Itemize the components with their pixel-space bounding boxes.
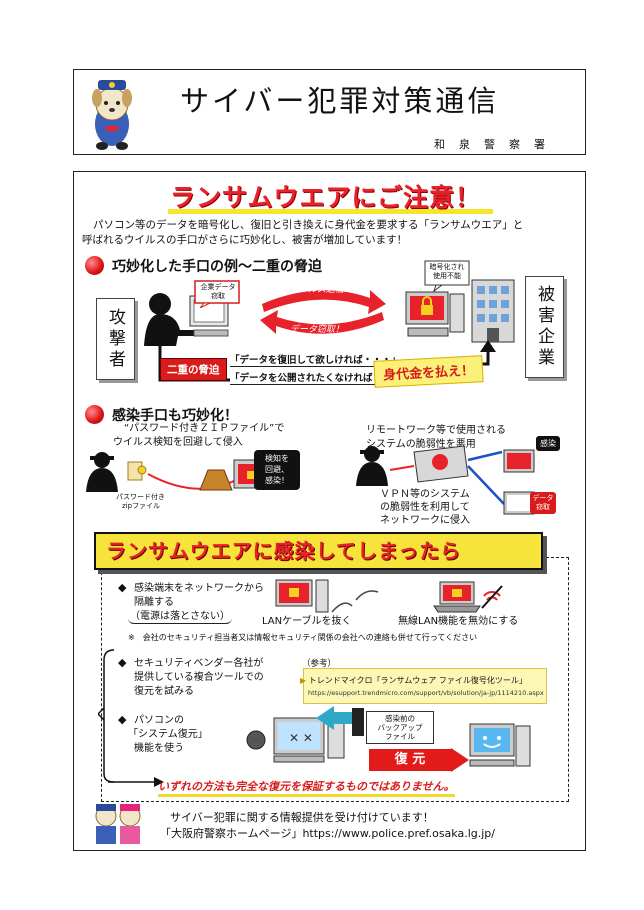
disclaimer-text: いずれの方法も完全な復元を保証するものではありません。 <box>158 778 455 797</box>
diamond-bullet-icon: ◆ <box>118 581 127 594</box>
lan-cable-label: LANケーブルを抜く <box>262 616 352 627</box>
infection-tag: 感染 <box>536 436 560 451</box>
double-threat-label: 二重の脅迫 <box>160 358 227 381</box>
infected-pc-icon: ✕ ✕ <box>246 717 345 763</box>
locked-computer-icon <box>405 291 465 337</box>
diamond-bullet-icon: ◆ <box>118 656 127 669</box>
vendor-tool-line-3: 復元を試みる <box>134 686 194 697</box>
laptop-wifi-off-icon <box>433 581 503 613</box>
pc-unplug-cable-icon <box>275 579 379 613</box>
ransomware-warning-title: ランサムウエアにご注意！ <box>170 183 482 212</box>
evasion-callout: 検知を 回避、 感染！ <box>254 450 300 490</box>
red-ball-bullet-icon <box>85 256 104 275</box>
intro-text: パソコン等のデータを暗号化し、復旧と引き換えに身代金を要求する「ランサムウエア」… <box>82 218 582 248</box>
data-steal-label: データ窃取！ <box>290 325 345 335</box>
isolate-line-1: 感染端末をネットワークから <box>134 583 264 594</box>
footer-homepage-link[interactable]: 「大阪府警察ホームページ」https://www.police.pref.osa… <box>160 827 495 840</box>
vpn-attack-illustration-icon <box>356 445 535 515</box>
encrypted-bubble-icon <box>424 260 470 292</box>
hacker-at-computer-icon <box>144 293 229 346</box>
diamond-bullet-icon: ◆ <box>118 713 127 726</box>
remote-work-line-1: リモートワーク等で使用される <box>366 425 506 436</box>
reference-box <box>303 668 547 704</box>
virus-send-label: ウイルス送信！ <box>290 285 354 295</box>
data-bubble-icon <box>194 280 240 308</box>
title-underline <box>168 209 493 214</box>
backup-file-label: 感染前の バックアップ ファイル <box>366 711 434 744</box>
main-content-box <box>73 171 586 851</box>
isolate-line-2: 隔離する <box>134 597 174 608</box>
svg-text:✕ ✕: ✕ ✕ <box>289 731 313 745</box>
threat-quote-2: 「データを公開されたくなければ・・・」 <box>230 370 411 385</box>
intro-line-1: パソコン等のデータを暗号化し、復旧と引き換えに身代金を要求する「ランサムウエア」… <box>93 219 524 231</box>
isolate-line-3: （電源は落とさない） <box>128 611 232 624</box>
restore-arrow-head-icon <box>451 748 469 772</box>
vpn-line-1: ＶＰＮ等のシステム <box>380 489 470 500</box>
backup-line-1: 感染前の <box>385 714 415 723</box>
zip-method-line-1: “パスワード付きＺＩＰファイル”で <box>124 423 285 434</box>
system-restore-line-3: 機能を使う <box>134 743 184 754</box>
system-restore-line-1: パソコンの <box>134 715 184 726</box>
police-mascots-icon <box>95 804 141 844</box>
data-steal-tag-line-1: データ <box>532 494 554 502</box>
bracket-line-icon <box>98 649 115 783</box>
reference-url-link[interactable]: https://esupport.trendmicro.com/support/… <box>308 689 544 697</box>
infected-banner-text: ランサムウエアに感染してしまったら <box>106 539 462 563</box>
reference-title-text: トレンドマイクロ「ランサムウェア ファイル復号化ツール」 <box>308 676 527 685</box>
header-box <box>73 69 586 155</box>
restore-arrow-label: 復 元 <box>369 749 451 771</box>
section1-heading: 巧妙化した手口の例〜二重の脅迫 <box>112 259 322 275</box>
victim-company-label: 被害企業 <box>525 276 564 378</box>
remote-work-line-2: システムの脆弱性を悪用 <box>366 439 476 450</box>
zip-file-label-2: zipファイル <box>122 502 161 510</box>
newsletter-title: サイバー犯罪対策通信 <box>180 84 500 118</box>
vpn-line-2: の脆弱性を利用して <box>380 502 470 513</box>
vpn-line-3: ネットワークに侵入 <box>380 515 470 526</box>
disclaimer-arrow-icon <box>108 777 164 787</box>
evasion-line-2: 回避、 <box>265 465 289 474</box>
backup-line-2: バックアップ <box>377 723 423 732</box>
infected-banner <box>94 532 543 570</box>
system-restore-line-2: 「システム復元」 <box>128 729 208 740</box>
backup-line-3: ファイル <box>385 732 415 741</box>
wifi-off-label: 無線LAN機能を無効にする <box>398 616 519 627</box>
ransom-demand-callout: 身代金を払え！ <box>373 355 484 388</box>
red-ball-bullet-icon <box>85 405 104 424</box>
vendor-tool-line-2: 提供している複合ツールでの <box>134 672 264 683</box>
contact-note: ※ 会社のセキュリティ担当者又は情報セキュリティ関係の会社への連絡も併せて行って… <box>128 633 478 642</box>
threat-quote-1: 「データを復旧して欲しければ・・・」 <box>230 352 401 367</box>
police-dog-mascot-icon <box>92 80 132 150</box>
evasion-line-1: 検知を <box>265 454 289 463</box>
reference-title: ▶ トレンドマイクロ「ランサムウェア ファイル復号化ツール」 <box>300 675 527 686</box>
data-steal-tag-line-2: 窃取 <box>536 503 550 511</box>
section2-heading: 感染手口も巧妙化！ <box>112 408 238 424</box>
exchange-arrows-icon <box>260 290 386 334</box>
data-steal-bubble-text: 企業データ 窃取 <box>200 283 236 300</box>
backup-arrow-icon <box>316 706 364 736</box>
reference-label: （参考） <box>302 659 337 669</box>
police-station-name: 和泉警察署 <box>434 138 559 151</box>
encrypted-bubble-text: 暗号化され 使用不能 <box>429 263 465 280</box>
vendor-tool-line-1: セキュリティベンダー各社が <box>134 658 264 669</box>
zip-method-line-2: ウイルス検知を回避して侵入 <box>113 437 243 448</box>
restored-pc-icon <box>469 723 531 767</box>
intro-line-2: 呼ばれるウイルスの手口がさらに巧妙化し、被害が増加しています！ <box>82 234 408 246</box>
data-steal-tag: データ 窃取 <box>530 492 556 514</box>
company-building-icon <box>471 279 515 343</box>
reference-pointer-icon: ▶ <box>300 676 307 685</box>
attacker-label: 攻撃者 <box>96 298 135 380</box>
evasion-line-3: 感染！ <box>265 476 289 485</box>
zip-file-label-1: パスワード付き <box>116 493 165 501</box>
footer-info-line: サイバー犯罪に関する情報提供を受け付けています！ <box>170 811 434 824</box>
